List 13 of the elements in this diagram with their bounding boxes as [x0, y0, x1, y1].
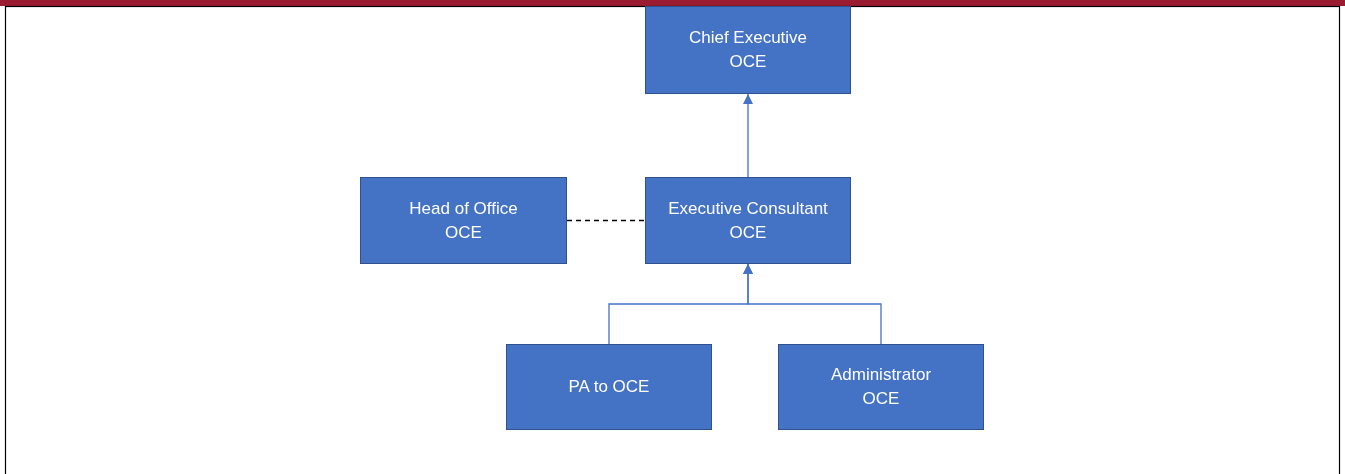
role-box	[645, 6, 851, 94]
role-box	[645, 177, 851, 264]
connector-line	[566, 219, 646, 222]
role-box	[360, 177, 567, 264]
role-title: Head of Office OCE	[408, 197, 519, 244]
arrow	[743, 263, 882, 345]
role-title: Administrator OCE	[829, 364, 933, 410]
role-box	[778, 344, 984, 430]
role-box	[506, 344, 712, 430]
role-title: Executive Consultant OCE	[667, 197, 829, 244]
role-title: Chief Executive OCE	[687, 27, 809, 73]
role-title: PA to OCE	[568, 376, 650, 398]
arrow	[743, 93, 753, 178]
